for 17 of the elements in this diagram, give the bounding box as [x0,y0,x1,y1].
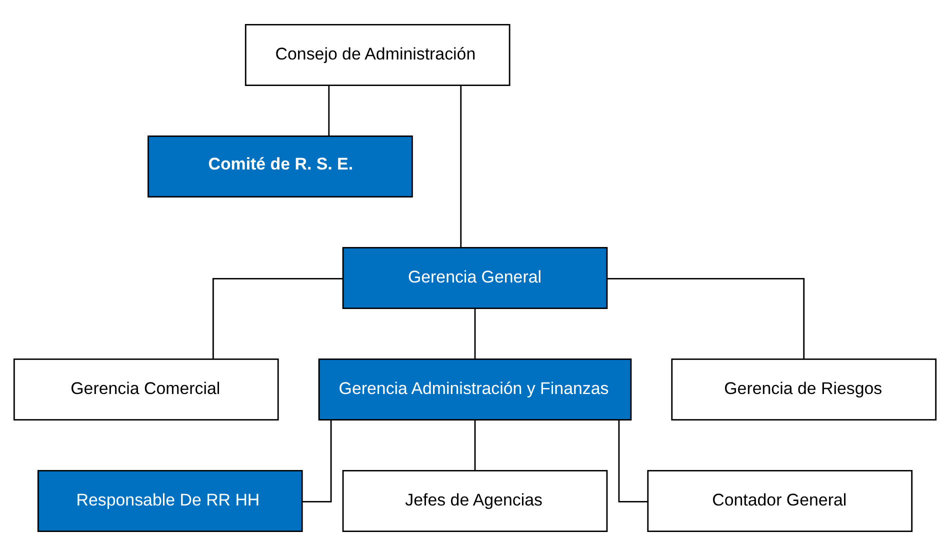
connector [460,86,462,248]
connector [474,308,476,360]
connector [302,420,332,502]
node-box: Jefes de Agencias [342,470,608,532]
node-box: Comité de R. S. E. [148,135,413,198]
connector [474,420,476,471]
node-box: Gerencia de Riesgos [671,358,937,421]
node-box: Gerencia Administración y Finanzas [318,358,632,421]
connector [607,278,805,359]
connector [328,85,330,136]
node-box: Responsable De RR HH [37,470,303,532]
node-box: Contador General [647,470,913,532]
connector [212,278,343,359]
node-box: Gerencia Comercial [13,358,279,421]
node-box: Gerencia General [342,246,608,310]
connector [618,420,648,502]
node-box: Consejo de Administración [244,24,510,86]
